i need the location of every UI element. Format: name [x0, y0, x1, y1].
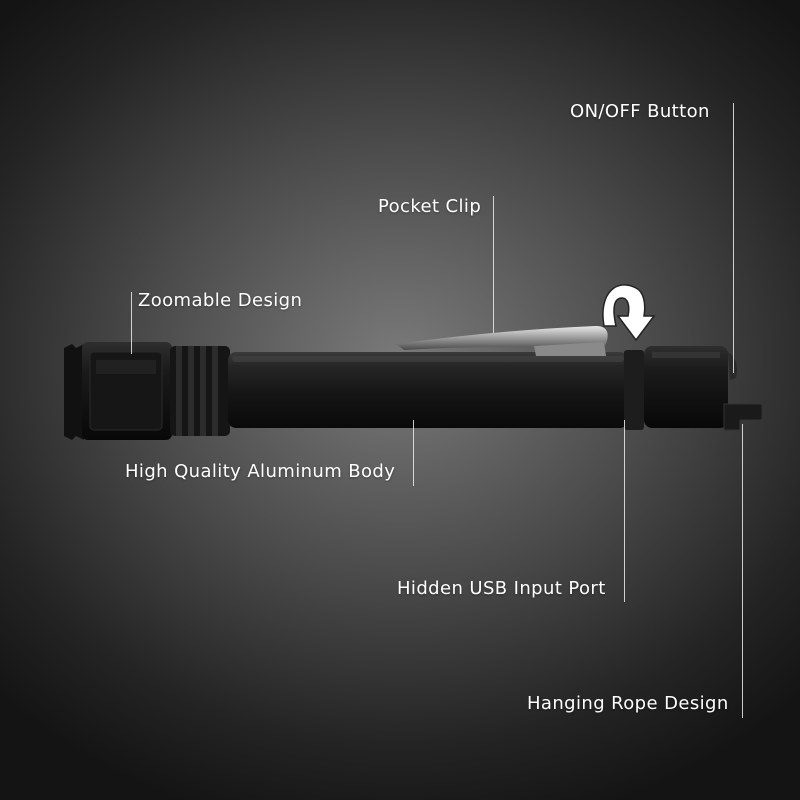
flashlight-body [228, 352, 628, 428]
callout-zoomable-design: Zoomable Design [138, 290, 303, 311]
flashlight-head [64, 342, 172, 440]
leader-line-zoomable [131, 292, 132, 354]
leader-line-usb [624, 420, 625, 602]
callout-hanging-rope: Hanging Rope Design [527, 693, 729, 714]
leader-line-on-off [733, 103, 734, 373]
callout-on-off-button: ON/OFF Button [570, 101, 710, 122]
lanyard-hook [723, 403, 763, 431]
flashlight-collar [170, 346, 230, 436]
leader-line-pocket-clip [493, 196, 494, 333]
rotate-arrow-icon [602, 284, 656, 342]
callout-aluminum-body: High Quality Aluminum Body [125, 461, 396, 482]
callout-usb-port: Hidden USB Input Port [397, 578, 606, 599]
pocket-clip [396, 326, 608, 356]
flashlight-tailcap [624, 346, 737, 430]
callout-pocket-clip: Pocket Clip [378, 196, 482, 217]
leader-line-aluminum [413, 420, 414, 486]
leader-line-hanging-rope [742, 424, 743, 718]
